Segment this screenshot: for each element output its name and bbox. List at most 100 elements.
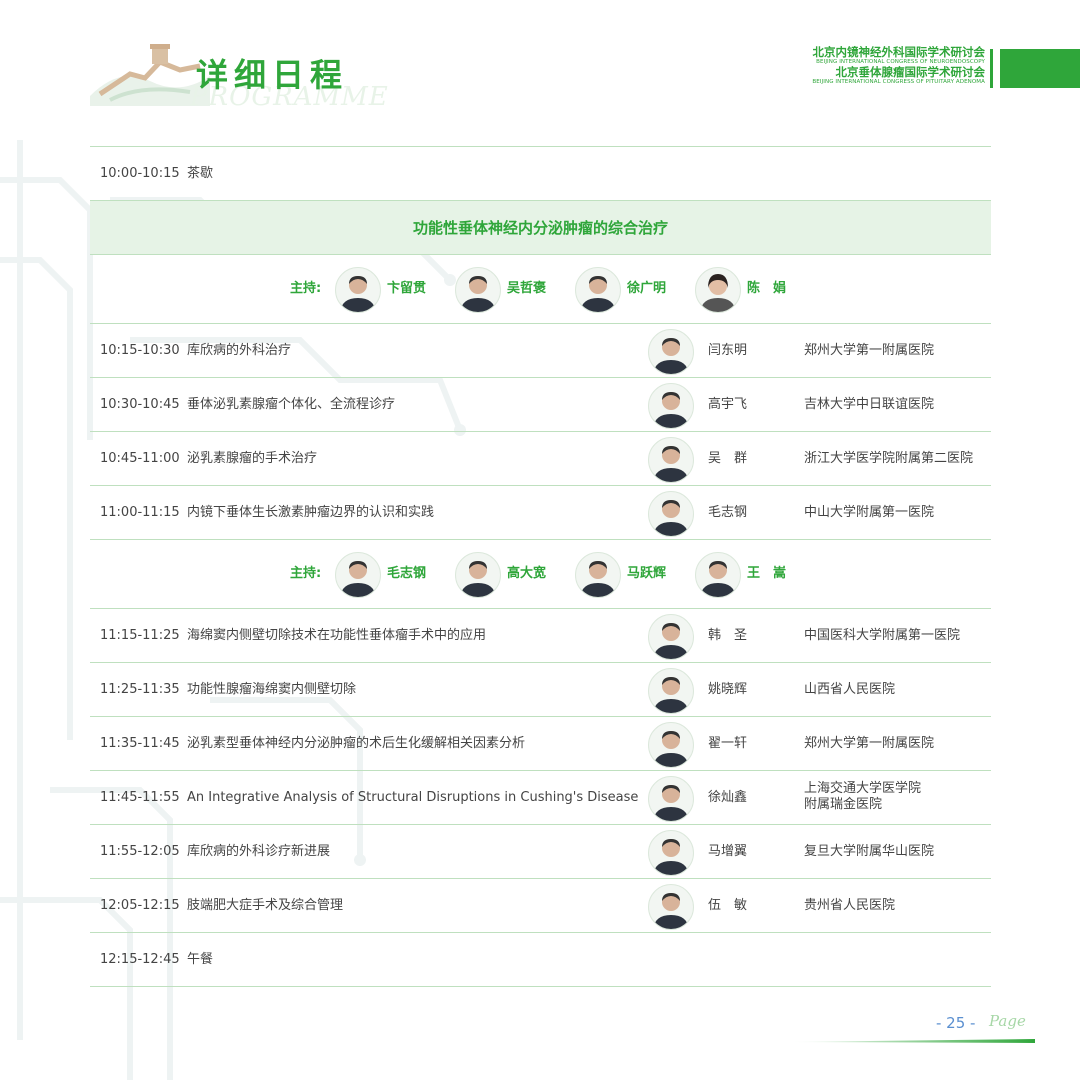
congress-name-1-cn: 北京内镜神经外科国际学术研讨会 xyxy=(812,45,986,59)
topic: 海绵窦内侧壁切除技术在功能性垂体瘤手术中的应用 xyxy=(187,628,487,643)
topic: 泌乳素腺瘤的手术治疗 xyxy=(187,451,318,466)
chair-name: 高大宽 xyxy=(507,566,547,581)
topic: An Integrative Analysis of Structural Di… xyxy=(187,790,639,805)
topic: 午餐 xyxy=(187,952,214,967)
topic: 内镜下垂体生长激素肿瘤边界的认识和实践 xyxy=(187,505,435,520)
avatar xyxy=(695,267,741,313)
speaker-name: 姚晓辉 xyxy=(708,682,748,697)
institution: 中国医科大学附属第一医院 xyxy=(804,628,961,643)
footer-swoosh xyxy=(790,1039,1035,1043)
chair-name: 陈 娟 xyxy=(747,281,787,296)
title-english: PROGRAMME xyxy=(190,82,389,112)
avatar xyxy=(575,552,621,598)
talk-row: 12:05-12:15 肢端肥大症手术及综合管理 伍 敏 贵州省人民医院 xyxy=(90,879,991,933)
institution: 复旦大学附属华山医院 xyxy=(804,844,935,859)
chair-name: 徐广明 xyxy=(627,281,667,296)
congress-names: 北京内镜神经外科国际学术研讨会 BEIJING INTERNATIONAL CO… xyxy=(812,45,986,87)
time: 12:05-12:15 xyxy=(100,898,180,913)
avatar xyxy=(648,614,694,660)
chair-name: 王 嵩 xyxy=(747,566,787,581)
institution: 山西省人民医院 xyxy=(804,682,896,697)
speaker-name: 伍 敏 xyxy=(708,898,748,913)
topic: 垂体泌乳素腺瘤个体化、全流程诊疗 xyxy=(187,397,396,412)
chair-name: 马跃辉 xyxy=(627,566,667,581)
time: 11:55-12:05 xyxy=(100,844,180,859)
topic: 肢端肥大症手术及综合管理 xyxy=(187,898,344,913)
time: 11:15-11:25 xyxy=(100,628,180,643)
chairs-row: 主持: 卞留贯 吴哲褒 徐广明 陈 娟 xyxy=(90,255,991,324)
avatar xyxy=(335,267,381,313)
chairs-row: 主持: 毛志钢 高大宽 马跃辉 王 嵩 xyxy=(90,540,991,609)
congress-name-2-en: BEIJING INTERNATIONAL CONGRESS OF PITUIT… xyxy=(812,78,985,85)
avatar xyxy=(648,329,694,375)
avatar xyxy=(648,437,694,483)
program-title-block: PROGRAMME 详细日程 xyxy=(90,36,388,112)
schedule-table: 10:00-10:15 茶歇 功能性垂体神经内分泌肿瘤的综合治疗 主持: 卞留贯… xyxy=(90,146,991,987)
talk-row: 10:45-11:00 泌乳素腺瘤的手术治疗 吴 群 浙江大学医学院附属第二医院 xyxy=(90,432,991,486)
institution: 浙江大学医学院附属第二医院 xyxy=(804,451,974,466)
lunch-row: 12:15-12:45 午餐 xyxy=(90,933,991,987)
congress-name-1-en: BEIJING INTERNATIONAL CONGRESS OF NEUROE… xyxy=(816,58,985,65)
chair-name: 卞留贯 xyxy=(387,281,427,296)
great-wall-illustration xyxy=(90,44,210,106)
topic: 功能性腺瘤海绵窦内侧壁切除 xyxy=(187,682,357,697)
chair-name: 吴哲褒 xyxy=(507,281,547,296)
time: 11:25-11:35 xyxy=(100,682,180,697)
institution: 贵州省人民医院 xyxy=(804,898,896,913)
speaker-name: 徐灿鑫 xyxy=(708,790,748,805)
institution: 中山大学附属第一医院 xyxy=(804,505,935,520)
avatar xyxy=(455,267,501,313)
speaker-name: 马增翼 xyxy=(708,844,748,859)
avatar xyxy=(648,884,694,930)
talk-row: 11:55-12:05 库欣病的外科诊疗新进展 马增翼 复旦大学附属华山医院 xyxy=(90,825,991,879)
topic: 泌乳素型垂体神经内分泌肿瘤的术后生化缓解相关因素分析 xyxy=(187,736,526,751)
avatar xyxy=(648,491,694,537)
page-number: - 25 - xyxy=(936,1014,976,1032)
header-green-block xyxy=(1000,49,1080,88)
chair-name: 毛志钢 xyxy=(387,566,427,581)
talk-row: 11:35-11:45 泌乳素型垂体神经内分泌肿瘤的术后生化缓解相关因素分析 翟… xyxy=(90,717,991,771)
avatar xyxy=(648,830,694,876)
header-divider xyxy=(990,49,993,88)
time: 10:00-10:15 xyxy=(100,166,180,181)
time: 11:35-11:45 xyxy=(100,736,180,751)
title-chinese: 详细日程 xyxy=(196,56,349,94)
time: 12:15-12:45 xyxy=(100,952,180,967)
institution: 吉林大学中日联谊医院 xyxy=(804,397,935,412)
speaker-name: 翟一轩 xyxy=(708,736,748,751)
talk-row: 10:30-10:45 垂体泌乳素腺瘤个体化、全流程诊疗 高宇飞 吉林大学中日联… xyxy=(90,378,991,432)
institution: 上海交通大学医学院 附属瑞金医院 xyxy=(804,781,922,812)
break-row: 10:00-10:15 茶歇 xyxy=(90,146,991,201)
institution: 郑州大学第一附属医院 xyxy=(804,343,935,358)
speaker-name: 闫东明 xyxy=(708,343,748,358)
time: 10:15-10:30 xyxy=(100,343,180,358)
topic: 库欣病的外科诊疗新进展 xyxy=(187,844,331,859)
section-title: 功能性垂体神经内分泌肿瘤的综合治疗 xyxy=(90,201,991,255)
congress-name-2-cn: 北京垂体腺瘤国际学术研讨会 xyxy=(835,65,986,79)
avatar xyxy=(648,722,694,768)
chair-label: 主持: xyxy=(290,281,322,296)
avatar xyxy=(648,383,694,429)
talk-row: 10:15-10:30 库欣病的外科治疗 闫东明 郑州大学第一附属医院 xyxy=(90,324,991,378)
speaker-name: 吴 群 xyxy=(708,451,748,466)
time: 11:45-11:55 xyxy=(100,790,180,805)
time: 10:45-11:00 xyxy=(100,451,180,466)
avatar xyxy=(455,552,501,598)
talk-row: 11:25-11:35 功能性腺瘤海绵窦内侧壁切除 姚晓辉 山西省人民医院 xyxy=(90,663,991,717)
talk-row: 11:00-11:15 内镜下垂体生长激素肿瘤边界的认识和实践 毛志钢 中山大学… xyxy=(90,486,991,540)
page-label: Page xyxy=(989,1012,1026,1030)
chair-label: 主持: xyxy=(290,566,322,581)
talk-row: 11:15-11:25 海绵窦内侧壁切除技术在功能性垂体瘤手术中的应用 韩 圣 … xyxy=(90,609,991,663)
avatar xyxy=(335,552,381,598)
talk-row: 11:45-11:55 An Integrative Analysis of S… xyxy=(90,771,991,825)
avatar xyxy=(695,552,741,598)
speaker-name: 高宇飞 xyxy=(708,397,748,412)
avatar xyxy=(648,776,694,822)
time: 10:30-10:45 xyxy=(100,397,180,412)
speaker-name: 韩 圣 xyxy=(708,628,748,643)
institution: 郑州大学第一附属医院 xyxy=(804,736,935,751)
avatar xyxy=(575,267,621,313)
topic: 库欣病的外科治疗 xyxy=(187,343,292,358)
time: 11:00-11:15 xyxy=(100,505,180,520)
topic: 茶歇 xyxy=(187,166,214,181)
